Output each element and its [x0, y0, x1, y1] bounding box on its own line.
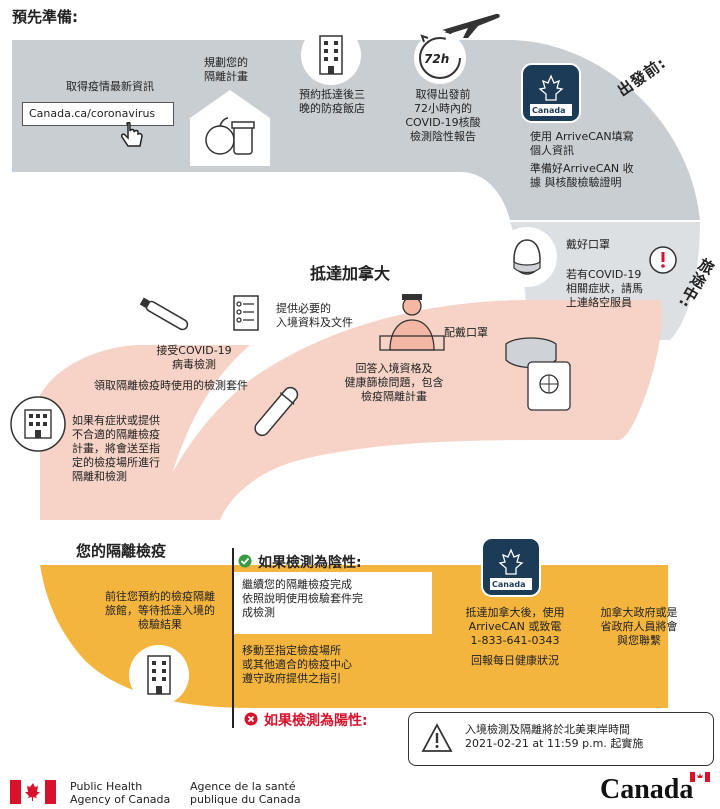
- canada-flag-icon: [10, 780, 56, 804]
- quarantine-title: 您的隔離檢疫: [76, 542, 167, 560]
- contact-label: 加拿大政府或是 省政府人員將會 與您聯繫: [600, 606, 678, 647]
- hotel-icon-small: [128, 644, 190, 706]
- warning-triangle-icon: [421, 723, 453, 753]
- mask-label: 戴好口罩: [566, 238, 610, 251]
- person-mask-icon: [496, 226, 558, 288]
- notice-box: 入境檢測及隔離將於北美東岸時間 2021-02-21 at 11:59 p.m.…: [408, 712, 714, 766]
- report-label: 抵達加拿大後，使用 ArriveCAN 或致電 1-833-641-0343: [465, 606, 565, 647]
- clock-72h-icon: [412, 30, 468, 86]
- alert-bubble-icon: [648, 246, 678, 276]
- test-tube-icon: [240, 378, 310, 448]
- notice-text: 入境檢測及隔離將於北美東岸時間 2021-02-21 at 11:59 p.m.…: [465, 723, 644, 750]
- airplane-icon: [438, 8, 502, 40]
- negative-title: 如果檢測為陰性:: [258, 555, 362, 571]
- mask-passport-icon: [500, 324, 580, 414]
- test-on-arrival-label: 接受COVID-19 病毒檢測: [156, 344, 232, 371]
- house-icon: [188, 88, 272, 166]
- phac-fr-1: Agence de la santé: [190, 780, 296, 793]
- test-label: 取得出發前 72小時內的 COVID-19核酸 檢測陰性報告: [405, 88, 481, 143]
- latest-info-label: 取得疫情最新資訊: [66, 80, 154, 93]
- url-box[interactable]: Canada.ca/coronavirus: [22, 102, 174, 126]
- check-circle-icon: [238, 554, 252, 568]
- questions-label: 回答入境資格及 健康篩檢問題，包含 檢疫隔離計畫: [344, 362, 444, 403]
- hotel-building-icon: [300, 24, 362, 86]
- documents-label: 提供必要的 入境資料及文件: [276, 302, 353, 329]
- wordmark-flag-icon: [690, 772, 710, 782]
- quarantine-app-badge: Canada: [492, 580, 526, 589]
- daily-label: 回報每日健康狀況: [471, 654, 559, 667]
- arrivecan-app-icon: [520, 62, 582, 124]
- symptoms-note: 如果有症狀或提供 不合適的隔離檢疫 計畫，將會送至指 定的檢疫場所進行 隔離和檢…: [72, 414, 160, 483]
- swab-tube-icon: [136, 292, 196, 338]
- url-text[interactable]: Canada.ca/coronavirus: [29, 107, 156, 120]
- negative-box: [232, 572, 432, 634]
- wear-mask-label: 配戴口罩: [444, 326, 488, 339]
- checklist-icon: [220, 286, 272, 342]
- phac-en-1: Public Health: [70, 780, 143, 793]
- arrivecan-step-2: 準備好ArriveCAN 收 據 與核酸檢驗證明: [530, 162, 634, 189]
- arrive-title: 抵達加拿大: [310, 264, 391, 283]
- go-hotel-label: 前往您預約的檢疫隔離 旅館，等待抵達入境的 檢驗結果: [105, 590, 215, 631]
- depart-app-badge: Canada: [532, 106, 566, 115]
- test-badge: 72h: [424, 52, 450, 66]
- kit-label: 領取隔離檢疫時使用的檢測套件: [94, 379, 248, 392]
- phac-fr-2: publique du Canada: [190, 793, 301, 806]
- prepare-title: 預先準備:: [12, 8, 78, 26]
- phac-en-2: Agency of Canada: [70, 793, 171, 806]
- orange-band: [40, 565, 668, 708]
- hotel-label: 預約抵達後三 晚的防疫飯店: [299, 88, 365, 115]
- cursor-hand-icon: [120, 122, 146, 150]
- symptoms-label: 若有COVID-19 相關症狀，請馬 上連絡空服員: [566, 268, 643, 309]
- branch-line: [232, 548, 234, 728]
- arrivecan-step-1: 使用 ArriveCAN填寫 個人資訊: [530, 130, 634, 157]
- plan-label: 規劃您的 隔離計畫: [204, 56, 248, 83]
- x-circle-icon: [244, 712, 258, 726]
- positive-text: 移動至指定檢疫場所 或其他適合的檢疫中心 遵守政府提供之指引: [242, 644, 352, 685]
- canada-wordmark: Canada: [600, 774, 694, 805]
- negative-text: 繼續您的隔離檢疫完成 依照說明使用檢驗套件完 成檢測: [242, 578, 363, 619]
- facility-building-icon: [10, 396, 66, 452]
- positive-title: 如果檢測為陽性:: [264, 713, 368, 729]
- border-officer-icon: [372, 290, 452, 354]
- pink-band-left: [40, 345, 250, 520]
- arrivecan-app-icon-2: [480, 536, 542, 598]
